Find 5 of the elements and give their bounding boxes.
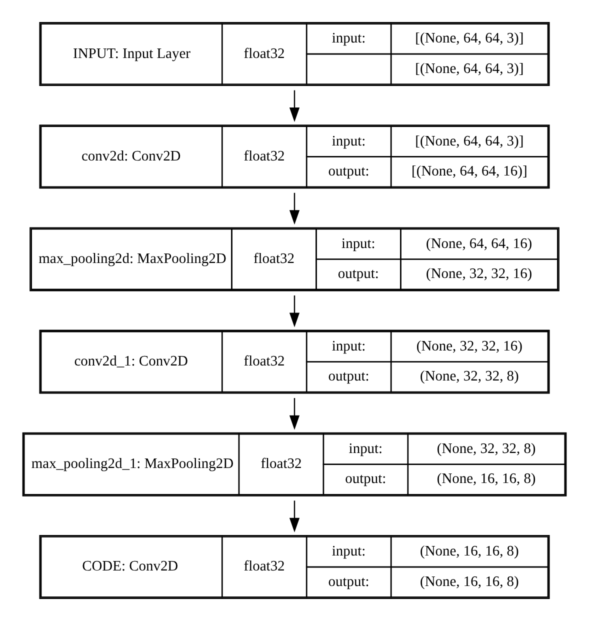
arrow [289,90,300,122]
arrow [289,398,300,430]
arrow [289,192,300,225]
arrow [289,295,300,328]
arrow [289,500,300,532]
